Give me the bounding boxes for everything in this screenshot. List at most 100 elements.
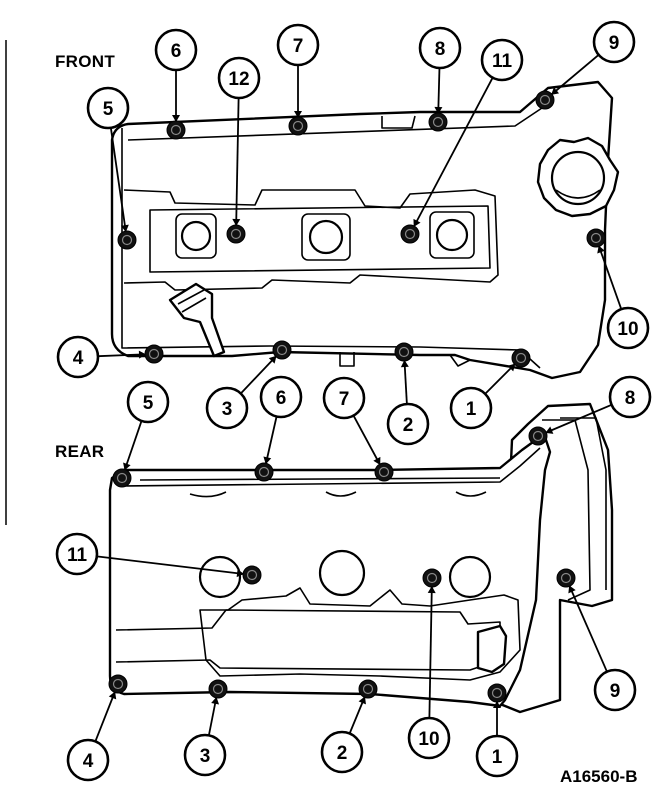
front-bolt-7 — [288, 116, 308, 136]
front-arrowhead-1 — [507, 363, 516, 372]
front-cover-port-3-hole — [435, 218, 469, 252]
pcv-valve — [168, 282, 226, 358]
rear-callout-number-3: 3 — [200, 746, 211, 767]
front-callout-number-8: 8 — [435, 39, 446, 60]
bolts — [108, 90, 606, 703]
rear-cover-port-2-hole — [318, 549, 366, 597]
rear-callout-circle-7 — [322, 376, 366, 420]
front-arrowhead-10 — [597, 245, 605, 254]
front-leader-12 — [235, 97, 240, 235]
front-callout-number-4: 4 — [73, 348, 84, 369]
front-callout-circle-3 — [205, 386, 249, 430]
front-bolt-5 — [117, 230, 137, 250]
rear-callout-number-9: 9 — [610, 681, 621, 702]
rear-bolt-socket-3 — [212, 683, 224, 695]
rear-bolt-socket-4 — [112, 678, 124, 690]
rear-callout-circle-11 — [55, 532, 99, 576]
front-bolt-socket-4 — [148, 348, 160, 360]
rear-bolt-11 — [242, 565, 262, 585]
front-leader-11 — [409, 77, 494, 235]
rear-callout-number-2: 2 — [337, 743, 348, 764]
rear-cover-raised-panel — [199, 587, 521, 681]
front-bolt-socket-6 — [170, 124, 182, 136]
rear-cover-port-1-hole — [198, 555, 242, 599]
rear-callout-number-10: 10 — [418, 729, 439, 750]
front-arrowhead-6 — [172, 115, 180, 122]
figure-id: A16560-B — [560, 767, 638, 786]
rear-cover-port-3-hole — [448, 555, 492, 599]
rear-bolt-6 — [254, 462, 274, 482]
front-callout-circle-9 — [592, 20, 636, 64]
front-cover-top-rail — [127, 105, 546, 141]
front-bolt-11 — [400, 224, 420, 244]
rear-bolt-socket-1 — [491, 687, 503, 699]
rear-arrowhead-11 — [236, 569, 245, 578]
front-bolt-1 — [511, 348, 531, 368]
rear-callout-circle-3 — [183, 733, 227, 777]
rear-bolt-8 — [528, 426, 548, 446]
front-cover-port-2 — [301, 213, 351, 261]
rear-valve-cover — [108, 402, 614, 714]
front-arrowhead-5 — [120, 224, 129, 233]
front-bolt-socket-9 — [539, 94, 551, 106]
rear-bolt-socket-8 — [532, 430, 544, 442]
front-bolt-12 — [226, 224, 246, 244]
front-callout-circle-11 — [480, 38, 524, 82]
oil-filler-cap-top — [550, 150, 606, 206]
front-bolt-9 — [535, 90, 555, 110]
front-callout-number-6: 6 — [171, 41, 182, 62]
front-arrowhead-3 — [268, 355, 277, 364]
rear-callout-number-11: 11 — [67, 545, 88, 566]
front-arrowhead-4 — [138, 350, 147, 359]
front-cover-port-2-hole — [308, 219, 344, 255]
front-bolt-socket-10 — [590, 232, 602, 244]
rear-bolt-1 — [487, 683, 507, 703]
rear-bolt-socket-2 — [362, 683, 374, 695]
front-callout-number-10: 10 — [617, 319, 638, 340]
rear-arrowhead-7 — [373, 456, 381, 465]
rear-callout-number-8: 8 — [625, 388, 636, 409]
pcv-valve-ribs — [177, 289, 207, 313]
front-cover-port-1 — [175, 213, 217, 259]
front-callout-circle-2 — [386, 402, 430, 446]
rear-callout-number-1: 1 — [492, 747, 503, 768]
front-callout-number-9: 9 — [609, 33, 620, 54]
rear-callout-circle-4 — [66, 738, 110, 782]
leader-lines — [94, 54, 623, 742]
rear-arrowhead-6 — [263, 456, 272, 465]
front-bolt-10 — [586, 228, 606, 248]
rear-callout-circle-9 — [593, 668, 637, 712]
rear-cover-fitting — [476, 624, 508, 674]
rear-arrowhead-5 — [123, 462, 131, 471]
front-valve-cover — [110, 80, 620, 380]
rear-cover-side-edge-2 — [542, 419, 591, 601]
front-arrowhead-9 — [551, 87, 560, 95]
front-label: FRONT — [55, 52, 115, 71]
rear-cover-top-bosses — [189, 491, 487, 498]
rear-bolt-3 — [208, 679, 228, 699]
rear-arrowhead-10 — [427, 585, 436, 594]
front-bolt-socket-7 — [292, 120, 304, 132]
rear-bolt-socket-6 — [258, 466, 270, 478]
rear-callout-number-5: 5 — [143, 393, 154, 414]
rear-callout-number-4: 4 — [83, 751, 94, 772]
front-bolt-3 — [272, 340, 292, 360]
front-callout-number-5: 5 — [103, 99, 114, 120]
rear-cover-inner-panel — [115, 609, 501, 671]
oil-filler-cap-rim — [555, 189, 601, 199]
rear-bolt-4 — [108, 674, 128, 694]
front-bolt-socket-12 — [230, 228, 242, 240]
rear-cover-top-rail — [123, 447, 541, 487]
front-bolt-socket-3 — [276, 344, 288, 356]
front-leader-5 — [109, 127, 128, 241]
front-bolt-4 — [144, 344, 164, 364]
rear-cover-top-rib — [139, 477, 501, 481]
rear-callout-circle-6 — [259, 375, 303, 419]
front-cover-port-1-hole — [180, 220, 212, 252]
front-callout-circle-10 — [606, 306, 650, 350]
front-callout-number-3: 3 — [222, 399, 233, 420]
rear-callout-circle-8 — [608, 375, 652, 419]
front-callout-circle-4 — [56, 335, 100, 379]
